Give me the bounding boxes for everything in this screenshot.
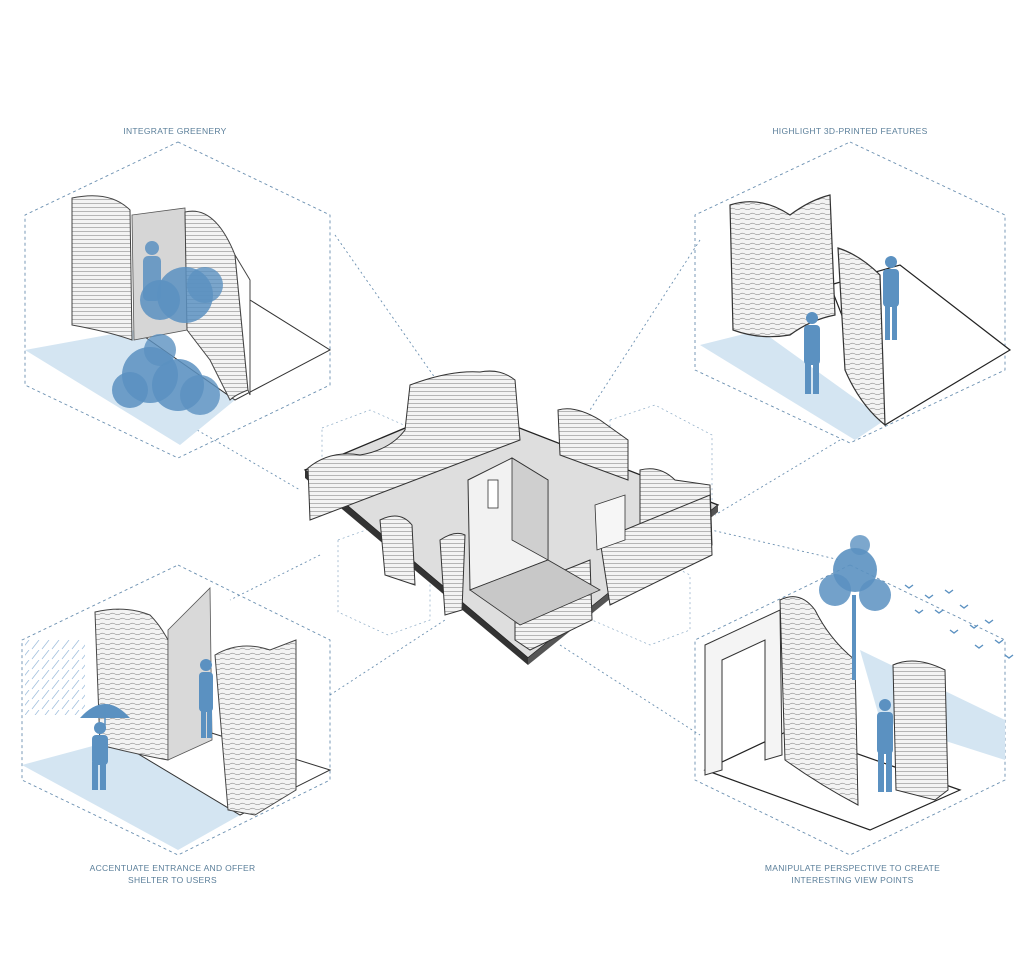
caption-integrate-greenery: INTEGRATE GREENERY — [123, 126, 227, 136]
panel-accentuate-entrance — [21, 564, 332, 856]
printed-wall-left — [71, 195, 133, 341]
connector-lines — [179, 234, 841, 736]
caption-line: MANIPULATE PERSPECTIVE TO CREATE — [764, 863, 941, 873]
panel-frame — [694, 141, 1006, 444]
caption-manipulate-perspective: MANIPULATE PERSPECTIVE TO CREATE INTERES… — [730, 862, 975, 886]
caption-line: INTERESTING VIEW POINTS — [791, 875, 914, 885]
caption-accentuate-entrance: ACCENTUATE ENTRANCE AND OFFER SHELTER TO… — [50, 862, 295, 886]
caption-highlight-3d-printed-features: HIGHLIGHT 3D-PRINTED FEATURES — [772, 126, 928, 136]
rain-icon — [25, 640, 85, 715]
person-silhouette-icon — [92, 722, 108, 790]
door-frame — [704, 609, 783, 776]
birds-icon — [904, 584, 1014, 659]
printed-wall-back — [729, 194, 836, 338]
printed-wall-right — [214, 639, 297, 816]
caption-line: ACCENTUATE ENTRANCE AND OFFER — [89, 863, 256, 873]
printed-wall-right — [892, 660, 949, 801]
person-silhouette-icon — [199, 659, 213, 738]
printed-wall-perimeter — [307, 370, 521, 521]
panel-frame — [24, 141, 331, 459]
panel-integrate-greenery — [24, 141, 332, 459]
person-silhouette-icon — [883, 256, 899, 340]
panel-highlight-3d-printed-features — [694, 141, 1012, 444]
person-silhouette-icon — [804, 312, 820, 394]
panel-frame — [21, 564, 331, 856]
floor-tint — [22, 740, 240, 850]
tree-icon — [112, 267, 223, 415]
door-icon — [487, 479, 499, 509]
person-silhouette-icon — [877, 699, 893, 792]
printed-wall-curved — [779, 596, 859, 806]
printed-wall-front — [837, 247, 886, 427]
central-axonometric-plan — [303, 370, 720, 665]
tree-icon — [819, 535, 891, 680]
caption-line: SHELTER TO USERS — [128, 875, 217, 885]
floor-tint — [700, 330, 885, 440]
printed-wall-left — [94, 608, 169, 761]
panel-manipulate-perspective — [694, 535, 1014, 856]
